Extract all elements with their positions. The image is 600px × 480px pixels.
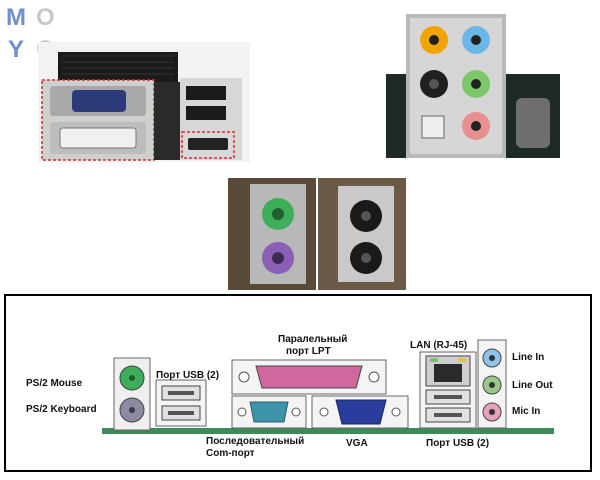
ps2-ports-illustration	[228, 178, 406, 290]
usb-left-block	[155, 379, 207, 427]
lan-block	[419, 351, 477, 429]
logo-letter-m: M	[6, 4, 26, 31]
label-line-out: Line Out	[512, 380, 553, 391]
photo-ps2-ports	[228, 178, 406, 290]
audio-block	[477, 339, 507, 429]
logo-letter-o1: O	[36, 4, 55, 31]
ps2-connector-block	[113, 357, 151, 431]
label-usb-left: Порт USB (2)	[156, 370, 220, 381]
photo-audio-jacks	[386, 14, 560, 158]
serial-port	[231, 395, 307, 429]
logo-letter-y: Y	[8, 36, 25, 63]
label-mic-in: Mic In	[512, 406, 541, 417]
label-ps2-mouse: PS/2 Mouse	[26, 378, 83, 389]
audio-jacks-illustration	[386, 14, 560, 158]
label-usb-right: Порт USB (2)	[426, 438, 490, 449]
io-panel-diagram: PS/2 Mouse PS/2 Keyboard Порт USB (2) Па…	[4, 294, 592, 472]
label-vga: VGA	[346, 438, 368, 449]
vga-port	[311, 395, 409, 429]
label-serial-line1: Последовательный	[206, 436, 305, 447]
video-ports-illustration	[38, 42, 250, 162]
label-line-in: Line In	[512, 352, 545, 363]
label-serial-line2: Com-порт	[206, 448, 255, 459]
label-lpt-line2: порт LPT	[286, 346, 331, 357]
io-panel-drawing	[102, 339, 554, 434]
label-lan: LAN (RJ-45)	[410, 340, 468, 351]
label-ps2-keyboard: PS/2 Keyboard	[26, 404, 97, 415]
label-lpt-line1: Паралельный	[278, 334, 348, 345]
board-strip	[102, 428, 554, 434]
lpt-port	[231, 359, 387, 395]
photo-video-ports	[38, 42, 250, 162]
